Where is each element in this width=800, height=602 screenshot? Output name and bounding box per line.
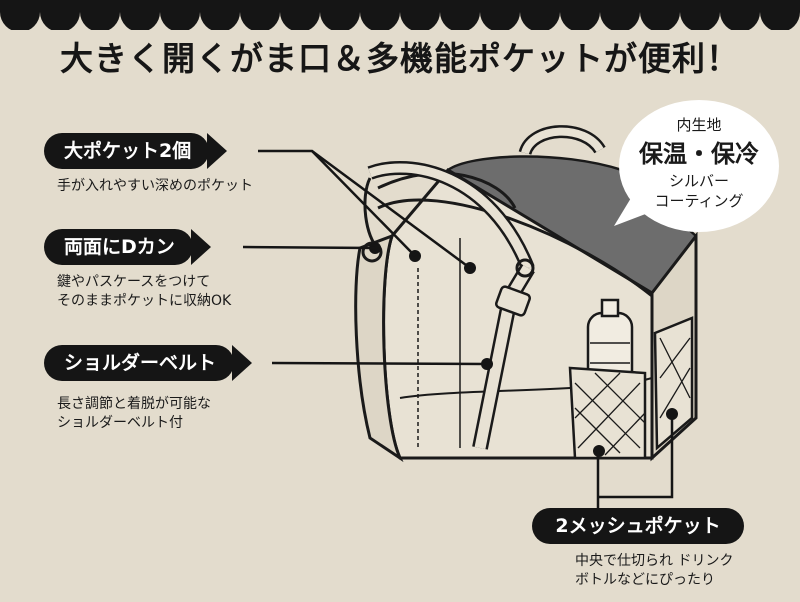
feature-label-big-pockets: 大ポケット2個 bbox=[44, 133, 228, 169]
bubble-line-3: シルバー bbox=[668, 172, 729, 190]
insulation-bubble: 内生地 保温・保冷 シルバー コーティング bbox=[604, 98, 784, 246]
bubble-line-4: コーティング bbox=[654, 192, 744, 210]
feature-label-mesh-pockets: 2メッシュポケット bbox=[532, 508, 744, 544]
feature-desc-d-rings: 鍵やパスケースをつけて そのままポケットに収納OK bbox=[57, 274, 232, 309]
bubble-line-1: 内生地 bbox=[676, 116, 722, 134]
feature-label-shoulder-belt: ショルダーベルト bbox=[44, 345, 253, 381]
scalloped-border bbox=[0, 0, 800, 30]
feature-desc-shoulder-belt: 長さ調節と着脱が可能な ショルダーベルト付 bbox=[57, 396, 211, 431]
bubble-line-2: 保温・保冷 bbox=[639, 140, 759, 168]
feature-desc-mesh-pockets: 中央で仕切られ ドリンク ボトルなどにぴったり bbox=[575, 553, 734, 588]
headline: 大きく開くがま口＆多機能ポケットが便利！ bbox=[60, 39, 740, 78]
feature-desc-big-pockets: 手が入れやすい深めのポケット bbox=[57, 178, 253, 194]
feature-label-d-rings: 両面にDカン bbox=[44, 229, 211, 265]
bag-illustration bbox=[354, 125, 698, 463]
